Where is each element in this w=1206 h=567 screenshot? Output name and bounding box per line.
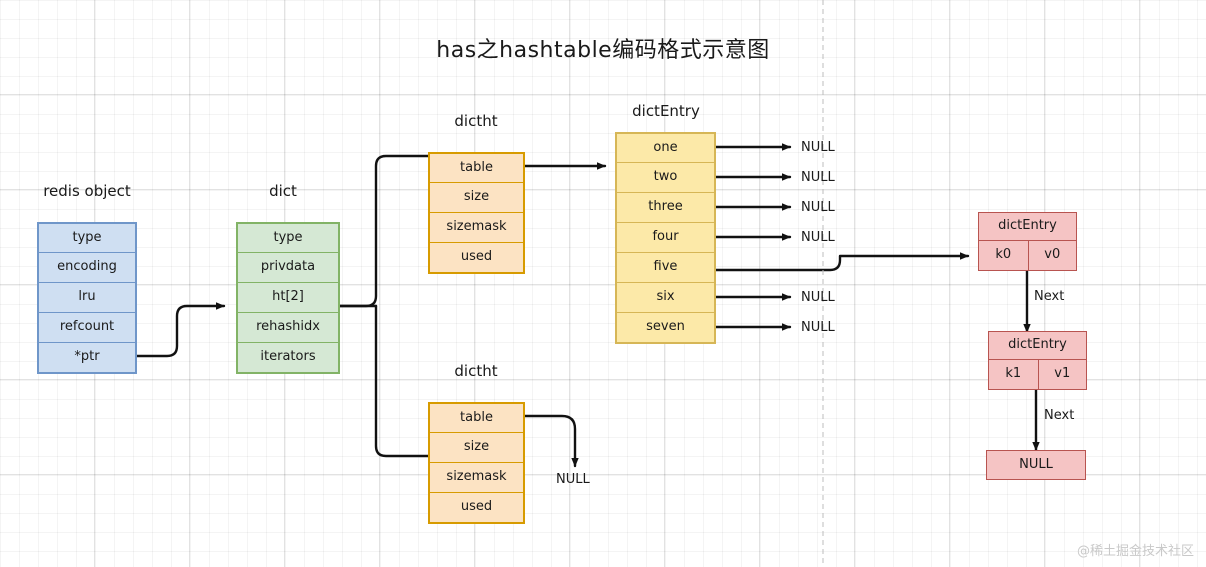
chain-next-label-0: Next — [1034, 289, 1065, 304]
null-bucket-one: NULL — [801, 140, 835, 155]
dict-field-ht: ht[2] — [237, 283, 339, 313]
dict-field-iterators: iterators — [237, 343, 339, 373]
chain-node-1-kv: k1 v1 — [989, 360, 1086, 389]
dictht-bottom-field-sizemask: sizemask — [429, 463, 524, 493]
bucket-one: one — [616, 133, 715, 163]
redis-object-field-type: type — [38, 223, 136, 253]
bucket-three: three — [616, 193, 715, 223]
edge-ht-branch-bottom — [374, 304, 430, 458]
watermark: @稀土掘金技术社区 — [1076, 544, 1194, 559]
redis-object-field-refcount: refcount — [38, 313, 136, 343]
dictht-bottom-field-size: size — [429, 433, 524, 463]
page-title: has之hashtable编码格式示意图 — [436, 38, 770, 63]
null-dictht-bottom-table: NULL — [556, 472, 590, 487]
redis-object-struct: type encoding lru refcount *ptr — [37, 222, 137, 374]
null-bucket-seven: NULL — [801, 320, 835, 335]
edge-ht-branch-top — [338, 154, 430, 308]
dict-label: dict — [269, 182, 297, 200]
dictht-top-struct: table size sizemask used — [428, 152, 525, 274]
dictht-top-field-size: size — [429, 183, 524, 213]
bucket-six: six — [616, 283, 715, 313]
chain-node-0-kv: k0 v0 — [979, 241, 1076, 270]
bucket-two: two — [616, 163, 715, 193]
chain-node-1-value: v1 — [1037, 360, 1087, 389]
chain-node-1-header: dictEntry — [989, 332, 1086, 360]
chain-node-0: dictEntry k0 v0 — [978, 212, 1077, 271]
chain-node-0-header: dictEntry — [979, 213, 1076, 241]
chain-node-1: dictEntry k1 v1 — [988, 331, 1087, 390]
null-bucket-two: NULL — [801, 170, 835, 185]
dictht-bottom-field-used: used — [429, 493, 524, 523]
dict-struct: type privdata ht[2] rehashidx iterators — [236, 222, 340, 374]
null-bucket-three: NULL — [801, 200, 835, 215]
chain-terminator-null: NULL — [986, 450, 1086, 480]
redis-object-field-encoding: encoding — [38, 253, 136, 283]
dictht-top-field-used: used — [429, 243, 524, 273]
bucket-seven: seven — [616, 313, 715, 343]
chain-next-label-1: Next — [1044, 408, 1075, 423]
chain-node-0-key: k0 — [995, 247, 1012, 262]
dictentry-bucket-table: one two three four five six seven — [615, 132, 716, 344]
edge-ptr-to-dict — [135, 302, 226, 358]
dictht-bottom-struct: table size sizemask used — [428, 402, 525, 524]
null-bucket-six: NULL — [801, 290, 835, 305]
redis-object-label: redis object — [43, 182, 131, 200]
redis-object-field-ptr: *ptr — [38, 343, 136, 373]
redis-object-field-lru: lru — [38, 283, 136, 313]
dictht-top-label: dictht — [454, 112, 498, 130]
bucket-five: five — [616, 253, 715, 283]
dictht-bottom-field-table: table — [429, 403, 524, 433]
dictht-top-field-sizemask: sizemask — [429, 213, 524, 243]
chain-node-1-key: k1 — [1005, 366, 1022, 381]
dictht-bottom-label: dictht — [454, 362, 498, 380]
dictht-top-field-table: table — [429, 153, 524, 183]
edge-bottom-table-to-null — [523, 414, 579, 468]
dict-field-privdata: privdata — [237, 253, 339, 283]
dict-field-rehashidx: rehashidx — [237, 313, 339, 343]
null-bucket-four: NULL — [801, 230, 835, 245]
bucket-four: four — [616, 223, 715, 253]
dict-field-type: type — [237, 223, 339, 253]
dictentry-table-label: dictEntry — [632, 102, 700, 120]
edge-bucket-five-to-chain — [714, 252, 970, 272]
chain-node-0-value: v0 — [1027, 241, 1077, 270]
